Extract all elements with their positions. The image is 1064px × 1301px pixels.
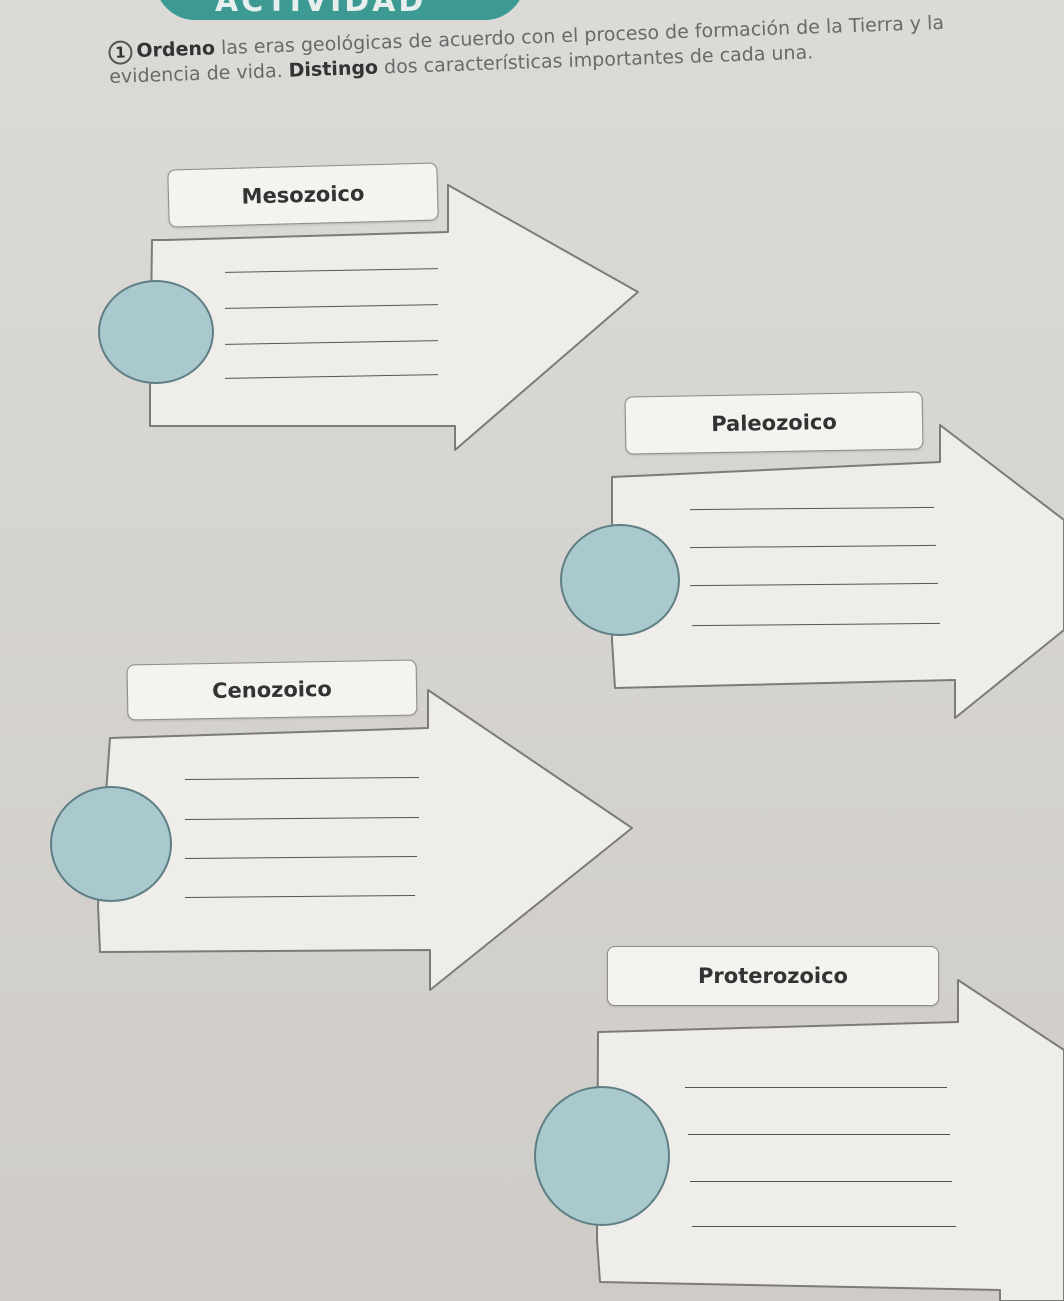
arrow-paleozoico bbox=[611, 424, 1064, 719]
era-label-box-cenozoico: Cenozoico bbox=[126, 659, 418, 721]
era-label-box-mesozoico: Mesozoico bbox=[167, 162, 439, 228]
era-label-paleozoico: Paleozoico bbox=[711, 409, 837, 437]
answer-line-proterozoico-3[interactable] bbox=[690, 1181, 952, 1182]
arrow-proterozoico bbox=[596, 979, 1064, 1301]
era-label-cenozoico: Cenozoico bbox=[211, 676, 333, 704]
banner-text: ACTIVIDAD bbox=[215, 0, 427, 19]
activity-banner: ACTIVIDAD bbox=[155, 0, 525, 20]
era-label-box-paleozoico: Paleozoico bbox=[624, 391, 924, 455]
era-label-mesozoico: Mesozoico bbox=[241, 181, 365, 209]
era-circle-cenozoico bbox=[50, 786, 172, 902]
answer-line-proterozoico-2[interactable] bbox=[688, 1134, 950, 1135]
era-label-proterozoico: Proterozoico bbox=[698, 964, 848, 988]
era-circle-proterozoico bbox=[534, 1086, 670, 1226]
era-label-box-proterozoico: Proterozoico bbox=[607, 946, 939, 1006]
era-circle-paleozoico bbox=[560, 524, 680, 636]
answer-line-proterozoico-4[interactable] bbox=[692, 1226, 956, 1227]
arrow-cenozoico bbox=[97, 689, 633, 991]
answer-line-proterozoico-1[interactable] bbox=[685, 1087, 947, 1088]
era-circle-mesozoico bbox=[98, 280, 214, 384]
